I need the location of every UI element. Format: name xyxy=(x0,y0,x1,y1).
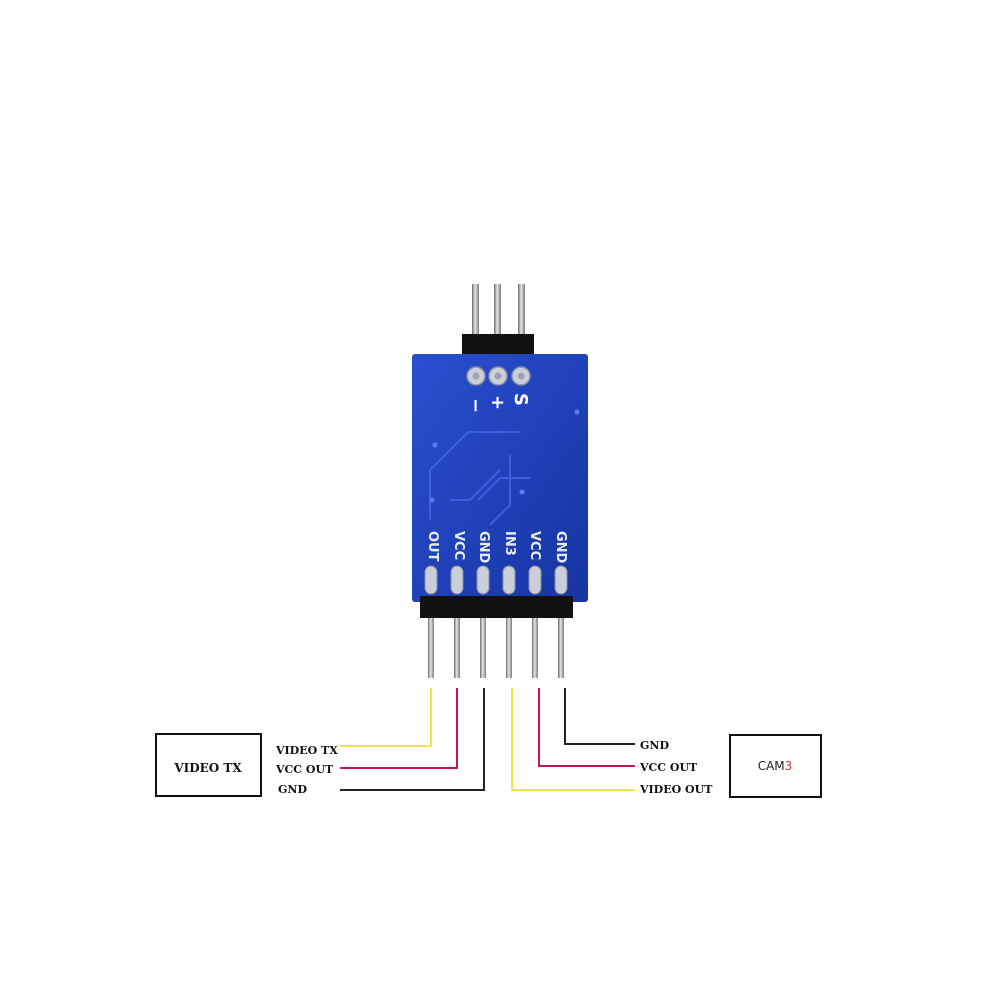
pcb-via xyxy=(429,497,435,503)
wire-vcc-out-right xyxy=(538,688,635,767)
bottom-header-housing xyxy=(420,596,573,618)
bottom-pin-2 xyxy=(454,618,460,678)
top-pin-label-minus: − xyxy=(465,398,486,413)
pcb-trace xyxy=(477,477,530,501)
cam-box: CAM3 xyxy=(729,734,822,798)
bottom-pin-label-gnd-1: GND xyxy=(476,531,491,564)
wire-video-out xyxy=(511,688,635,791)
wire-label-vcc-out-right: VCC OUT xyxy=(639,761,698,774)
top-pin-2 xyxy=(494,284,501,342)
top-header xyxy=(462,284,534,356)
bottom-pin-label-in3: IN3 xyxy=(502,531,517,556)
bottom-pin-label-gnd-2: GND xyxy=(553,531,568,564)
wire-label-video-tx: VIDEO TX xyxy=(275,744,338,757)
pcb-trace xyxy=(450,469,501,501)
video-tx-box: VIDEO TX xyxy=(155,733,262,797)
pcb-via xyxy=(574,409,580,415)
top-header-housing xyxy=(462,334,534,356)
bottom-pin-4 xyxy=(506,618,512,678)
top-pin-1 xyxy=(472,284,479,342)
bottom-pin-5 xyxy=(532,618,538,678)
top-pin-label-s: S xyxy=(510,393,531,406)
wire-label-vcc-out-left: VCC OUT xyxy=(275,763,334,776)
bottom-header xyxy=(420,596,573,678)
pcb-via xyxy=(519,489,525,495)
cam-box-suffix: 3 xyxy=(785,759,793,773)
bottom-pads xyxy=(424,565,568,595)
pcb-trace xyxy=(429,431,520,520)
bottom-pin-3 xyxy=(480,618,486,678)
video-tx-box-label: VIDEO TX xyxy=(173,761,242,775)
wire-gnd-left xyxy=(340,688,485,791)
wire-label-gnd-left: GND xyxy=(278,783,307,796)
wires xyxy=(340,688,635,791)
wire-gnd-right xyxy=(564,688,635,745)
wire-label-video-out: VIDEO OUT xyxy=(639,783,713,796)
cam-box-label: CAM3 xyxy=(758,759,793,773)
bottom-pin-label-vcc-1: VCC xyxy=(451,531,466,560)
pcb-board: − + S OUT VCC GND IN3 VCC GND xyxy=(412,354,588,602)
bottom-pin-1 xyxy=(428,618,434,678)
bottom-pin-6 xyxy=(558,618,564,678)
top-pin-3 xyxy=(518,284,525,342)
wire-vcc-out-left xyxy=(340,688,458,769)
pcb-trace xyxy=(489,455,511,526)
wire-label-gnd-right: GND xyxy=(640,739,669,752)
top-pin-label-plus: + xyxy=(487,395,508,410)
bottom-pin-label-vcc-2: VCC xyxy=(527,531,542,560)
bottom-pin-label-out: OUT xyxy=(425,531,440,562)
pcb-via xyxy=(432,442,438,448)
wire-video-tx xyxy=(340,688,432,747)
